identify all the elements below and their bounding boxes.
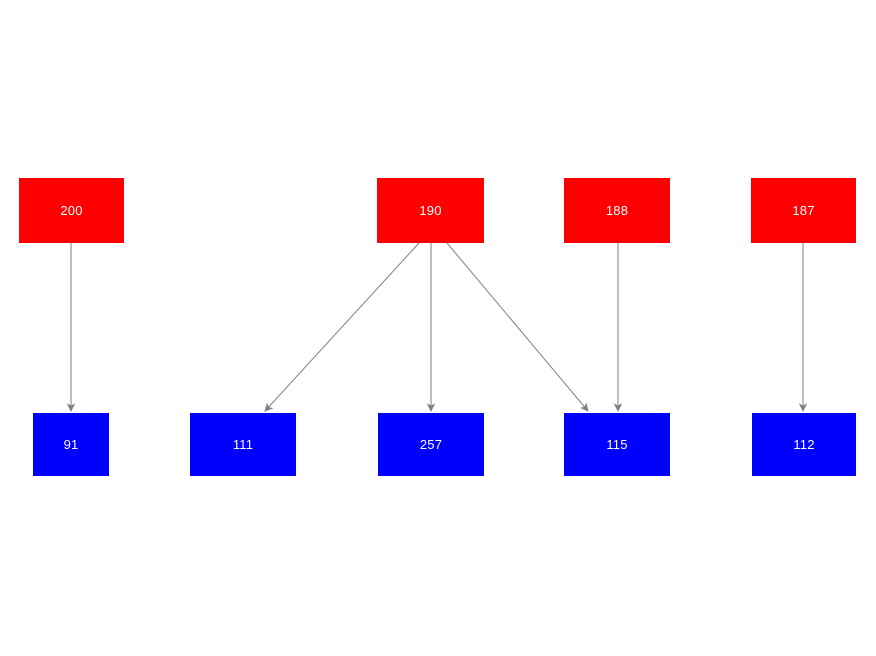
node-200[interactable]: 200 <box>19 178 124 243</box>
edge-n190-to-n115 <box>446 242 589 412</box>
node-112[interactable]: 112 <box>752 413 856 476</box>
node-115[interactable]: 115 <box>564 413 670 476</box>
node-91[interactable]: 91 <box>33 413 109 476</box>
node-257[interactable]: 257 <box>378 413 484 476</box>
node-190[interactable]: 190 <box>377 178 484 243</box>
node-label-188: 188 <box>605 203 629 218</box>
node-label-115: 115 <box>606 437 628 452</box>
edge-n190-to-n111 <box>264 242 420 412</box>
node-label-187: 187 <box>792 203 815 218</box>
node-label-190: 190 <box>419 203 442 218</box>
node-label-257: 257 <box>419 437 443 452</box>
node-188[interactable]: 188 <box>564 178 670 243</box>
node-111[interactable]: 111 <box>190 413 296 476</box>
edge-group <box>66 242 808 413</box>
node-label-111: 111 <box>232 437 254 452</box>
node-label-91: 91 <box>63 437 79 452</box>
node-label-112: 112 <box>793 437 815 452</box>
node-label-200: 200 <box>60 203 83 218</box>
node-187[interactable]: 187 <box>751 178 856 243</box>
